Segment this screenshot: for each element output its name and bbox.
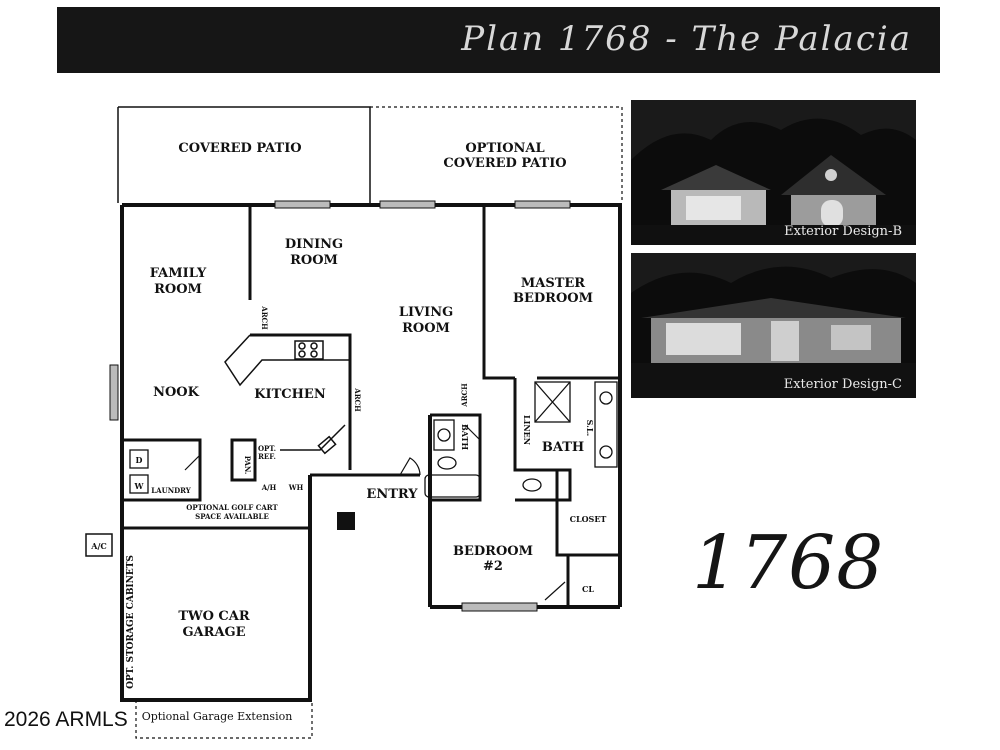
copyright: 2026 ARMLS <box>4 708 128 731</box>
garage-extension <box>135 700 313 739</box>
exterior-caption-c: Exterior Design-C <box>783 377 902 392</box>
kitchen-counter <box>224 334 350 455</box>
label-optional-2: COVERED PATIO <box>443 156 566 171</box>
label-optional-1: OPTIONAL <box>465 141 544 156</box>
label-arch-2: ARCH <box>353 387 362 412</box>
label-garage-2: GARAGE <box>182 625 245 640</box>
label-ah: A/H <box>261 483 277 492</box>
label-kitchen: KITCHEN <box>254 387 326 402</box>
label-nook: NOOK <box>153 385 200 400</box>
label-linen: LINEN <box>522 415 532 445</box>
label-storage: OPT. STORAGE CABINETS <box>126 555 136 689</box>
exterior-caption-b: Exterior Design-B <box>784 224 902 239</box>
label-master-1: MASTER <box>521 276 585 291</box>
label-laundry: LAUNDRY <box>151 486 192 495</box>
label-covered-patio: COVERED PATIO <box>178 141 301 156</box>
label-arch-3: ARCH <box>460 383 469 408</box>
label-bath-master: BATH <box>542 440 584 455</box>
door-swings <box>184 424 566 601</box>
optional-patio-outline <box>370 106 623 203</box>
label-entry: ENTRY <box>366 487 418 502</box>
label-sl: S.L. <box>585 420 595 437</box>
label-dryer: D <box>136 455 143 465</box>
plan-title: Plan 1768 - The Palacia <box>461 19 912 59</box>
label-arch-1: ARCH <box>260 305 269 330</box>
label-garage-1: TWO CAR <box>178 609 250 624</box>
label-pan: PAN. <box>243 456 252 475</box>
label-cl: CL <box>582 584 594 594</box>
label-family-1: FAMILY <box>150 266 207 281</box>
label-wh: WH <box>288 483 304 492</box>
label-opt-ref-2: REF. <box>258 452 276 461</box>
bath-fixtures <box>129 381 618 498</box>
label-washer: W <box>134 481 145 491</box>
label-closet: CLOSET <box>570 514 607 524</box>
title-banner: Plan 1768 - The Palacia <box>57 7 940 73</box>
label-dining-2: ROOM <box>290 253 338 268</box>
exterior-walls <box>120 203 622 702</box>
label-garage-extension: Optional Garage Extension <box>142 710 293 723</box>
label-golf-1: OPTIONAL GOLF CART <box>186 503 278 512</box>
label-dining-1: DINING <box>285 237 343 252</box>
exterior-photo-c: Exterior Design-C <box>631 253 916 398</box>
label-bath-small: BATH <box>460 424 470 450</box>
label-bedroom2-1: BEDROOM <box>453 544 533 559</box>
label-master-2: BEDROOM <box>513 291 593 306</box>
label-living-2: ROOM <box>402 321 450 336</box>
label-living-1: LIVING <box>399 305 453 320</box>
label-golf-2: SPACE AVAILABLE <box>195 512 269 521</box>
label-ac: A/C <box>90 541 107 551</box>
interior-walls <box>122 205 620 607</box>
plan-number: 1768 <box>692 520 885 606</box>
entry-marker <box>337 512 355 530</box>
exterior-photo-b: Exterior Design-B <box>631 100 916 245</box>
windows <box>109 200 571 612</box>
label-opt-ref-1: OPT. <box>258 444 276 453</box>
label-bedroom2-2: #2 <box>483 559 503 574</box>
ac-pad <box>85 533 113 557</box>
label-family-2: ROOM <box>154 282 202 297</box>
